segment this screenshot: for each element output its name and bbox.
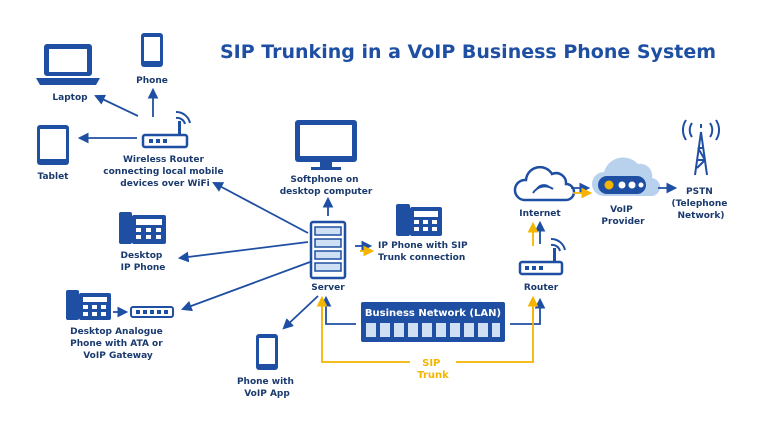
voip-provider-cloud-icon <box>592 157 661 197</box>
tablet-icon <box>37 125 69 165</box>
ata-gateway-icon <box>130 306 174 318</box>
lan-switch-icon <box>361 302 505 342</box>
analogue-phone-label: Desktop Analogue Phone with ATA or VoIP … <box>70 327 166 361</box>
server-label: Server <box>311 283 345 293</box>
pstn-label: PSTN (Telephone Network) <box>671 187 730 221</box>
phone-icon <box>141 33 163 67</box>
wireless-router-label: Wireless Router connecting local mobile … <box>103 155 226 189</box>
phone-label: Phone <box>136 76 168 86</box>
desktop-ip-phone-label: Desktop IP Phone <box>121 251 166 273</box>
voip-provider-label: VoIP Provider <box>601 205 645 227</box>
sip-trunk-label: SIP Trunk <box>417 358 449 381</box>
ip-phone-label: IP Phone with SIP Trunk connection <box>378 241 471 263</box>
sip-label-bg <box>410 354 456 380</box>
arrow-lan-to-server <box>320 295 356 325</box>
server-icon <box>309 220 347 280</box>
wireless-router-icon <box>141 110 191 149</box>
arrow-router-to-laptop <box>94 94 139 117</box>
arrow-server-to-mobile-app <box>282 295 319 330</box>
diagram-title: SIP Trunking in a VoIP Business Phone Sy… <box>220 41 716 63</box>
internet-label: Internet <box>519 209 561 219</box>
arrow-server-to-wireless-router <box>212 181 309 234</box>
mobile-phone-icon <box>256 334 278 370</box>
desktop-computer-icon <box>295 120 357 170</box>
lan-label: Business Network (LAN) <box>365 308 501 319</box>
internet-cloud-icon <box>513 165 576 202</box>
desktop-ip-phone-icon <box>119 212 166 244</box>
laptop-icon <box>36 44 100 85</box>
tablet-label: Tablet <box>38 172 70 182</box>
softphone-label: Softphone on desktop computer <box>280 175 373 197</box>
laptop-label: Laptop <box>52 93 88 103</box>
arrow-server-to-ata <box>180 261 311 312</box>
telephone-tower-icon <box>681 119 721 176</box>
ip-phone-icon <box>396 204 442 236</box>
arrow-server-to-desktop-ip-phone <box>177 241 309 263</box>
analogue-phone-icon <box>66 290 111 320</box>
arrow-lan-to-router <box>510 297 546 325</box>
router-label: Router <box>524 283 559 293</box>
phone-app-label: Phone with VoIP App <box>237 377 297 399</box>
router-icon <box>518 237 566 276</box>
